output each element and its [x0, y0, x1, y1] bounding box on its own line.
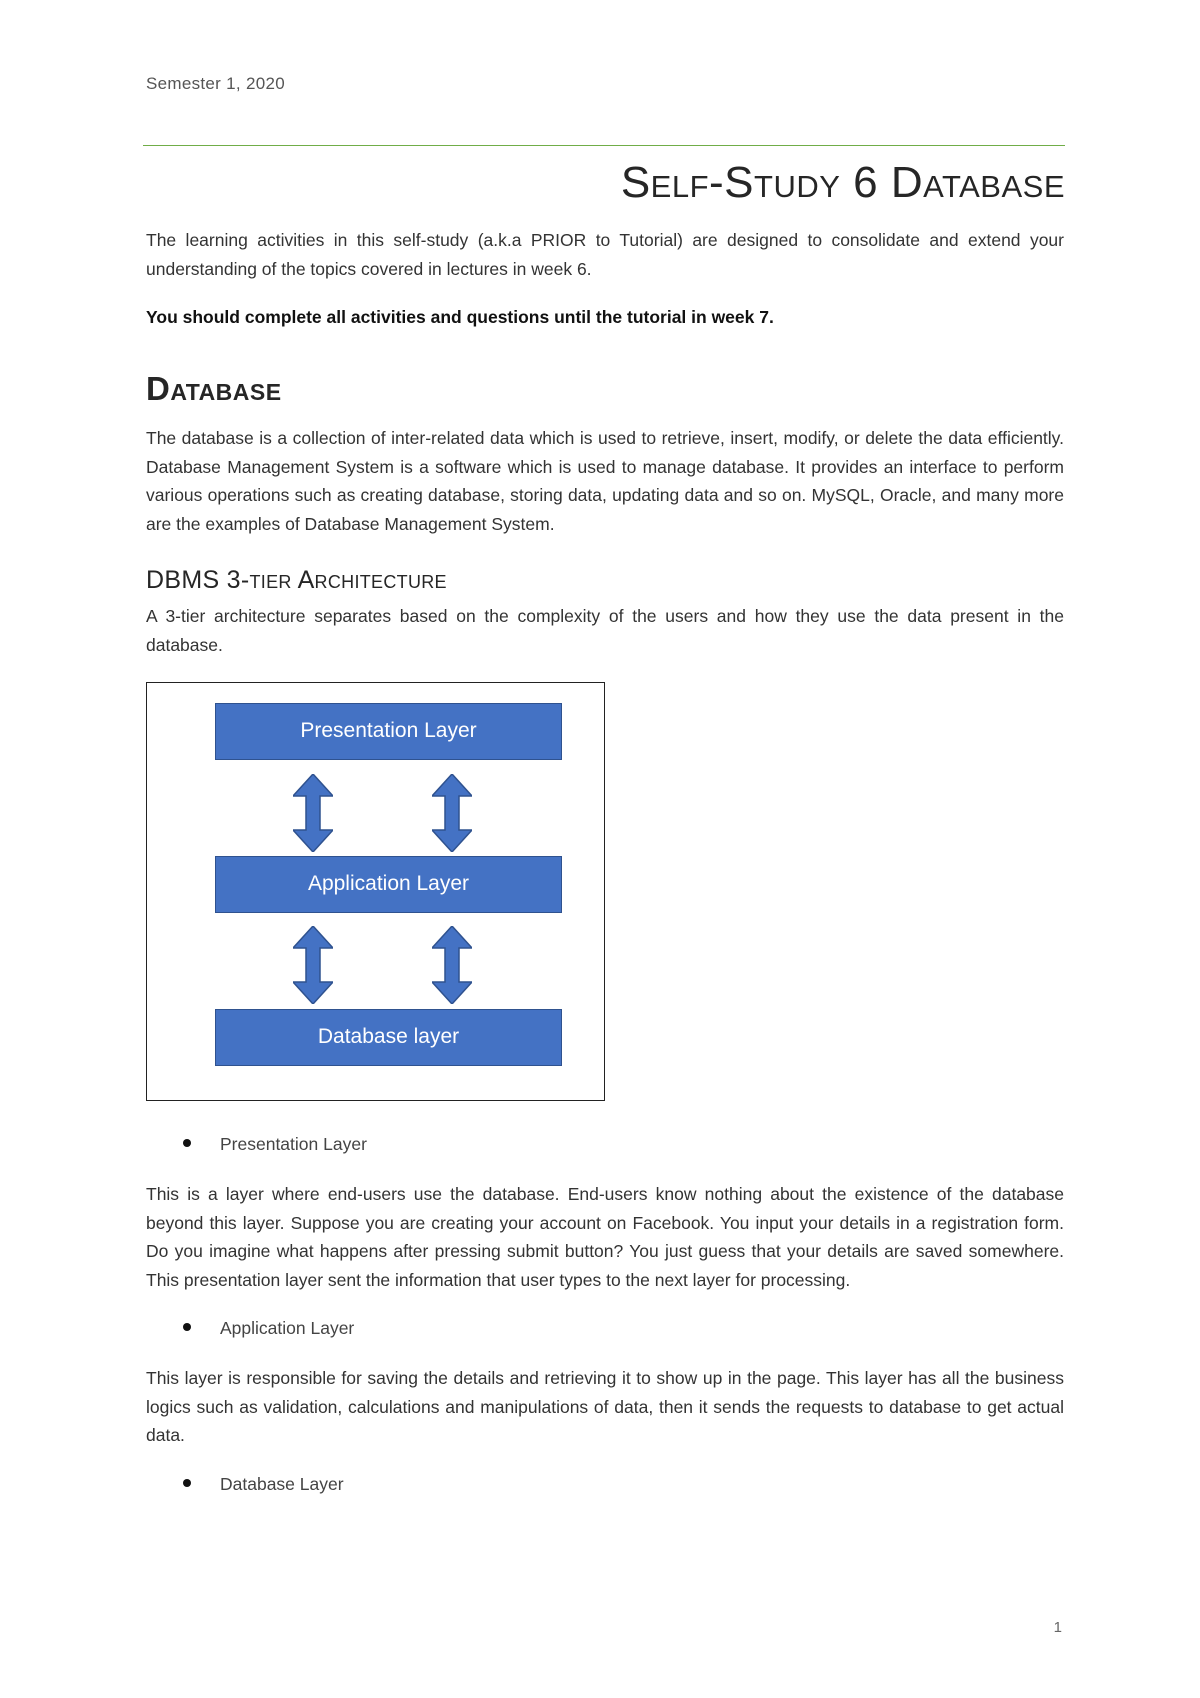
bullet-icon [183, 1139, 191, 1148]
bullet-icon [183, 1479, 191, 1488]
presentation-layer-box: Presentation Layer [215, 703, 562, 760]
section-heading-architecture: DBMS 3-tier Architecture [146, 566, 447, 594]
intro-paragraph: The learning activities in this self-stu… [146, 230, 1064, 279]
bullet-database-layer: Database Layer [183, 1470, 344, 1498]
double-arrow-icon [293, 926, 333, 1004]
application-layer-box: Application Layer [215, 856, 562, 913]
architecture-paragraph: A 3-tier architecture separates based on… [146, 606, 1064, 655]
document-title: Self-Study 6 Database [620, 158, 1065, 207]
presentation-layer-paragraph: This is a layer where end-users use the … [146, 1184, 1064, 1290]
intro-bold-note: You should complete all activities and q… [146, 307, 774, 327]
bullet-label: Application Layer [220, 1318, 355, 1338]
database-paragraph: The database is a collection of inter-re… [146, 428, 1064, 534]
architecture-diagram: Presentation Layer Application Layer Dat… [146, 682, 605, 1101]
bullet-label: Database Layer [220, 1474, 344, 1494]
database-layer-box: Database layer [215, 1009, 562, 1066]
double-arrow-icon [432, 926, 472, 1004]
section-heading-database: Database [146, 370, 282, 407]
application-layer-paragraph: This layer is responsible for saving the… [146, 1368, 1064, 1445]
page-number: 1 [1053, 1619, 1062, 1636]
bullet-presentation-layer: Presentation Layer [183, 1130, 367, 1158]
bullet-application-layer: Application Layer [183, 1314, 354, 1342]
bullet-icon [183, 1323, 191, 1332]
bullet-label: Presentation Layer [220, 1134, 367, 1154]
header-divider [143, 145, 1065, 146]
double-arrow-icon [432, 774, 472, 852]
double-arrow-icon [293, 774, 333, 852]
page-header: Semester 1, 2020 [146, 74, 285, 93]
